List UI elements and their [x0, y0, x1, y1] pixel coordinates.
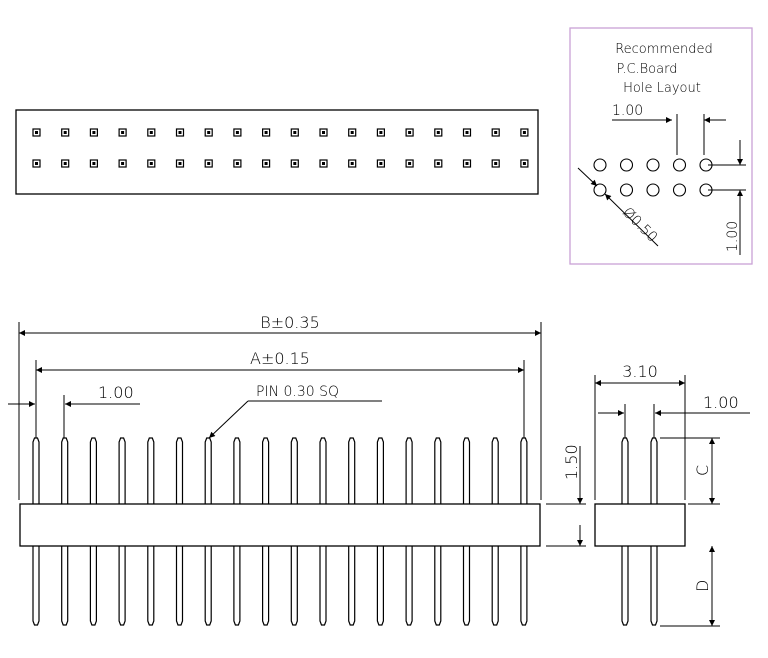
dim-pitch-label: 1.00	[98, 383, 134, 402]
top-pin	[32, 128, 41, 137]
front-view: B±0.35 A±0.15 1.00 PIN 0.30 SQ 1.50	[8, 313, 586, 626]
top-view-body	[15, 109, 539, 195]
front-pin	[118, 437, 126, 626]
top-pin	[376, 159, 385, 168]
front-pin	[491, 437, 499, 626]
inset-title-line-1: Recommended	[615, 42, 713, 57]
front-pin	[462, 437, 471, 626]
top-pin	[462, 128, 472, 137]
front-pin	[376, 437, 384, 626]
top-pin	[204, 159, 213, 168]
top-pin	[175, 128, 185, 137]
top-view-pin-grid	[32, 128, 529, 168]
top-pin	[319, 159, 328, 168]
dim-a-label: A±0.15	[250, 349, 310, 368]
top-pin	[405, 159, 414, 168]
front-pin	[262, 437, 270, 626]
dim-c-label: C	[693, 465, 712, 476]
top-pin	[61, 128, 70, 137]
pcb-layout-inset: Recommended P.C.Board Hole Layout 1.00 1…	[569, 27, 753, 265]
dim-side-pitch-label: 1.00	[703, 393, 739, 412]
inset-title-line-3: Hole Layout	[623, 81, 701, 96]
top-pin	[520, 159, 529, 168]
front-pin	[434, 437, 442, 626]
front-pin	[290, 437, 298, 626]
top-pin	[434, 128, 443, 137]
dim-body-label: 1.50	[562, 444, 581, 480]
layout-hole	[646, 158, 660, 172]
layout-hole	[646, 183, 660, 197]
top-pin	[89, 159, 99, 168]
front-pin	[89, 437, 97, 626]
dim-d-label: D	[693, 580, 712, 592]
layout-hole	[593, 158, 607, 172]
dim-side-width-label: 3.10	[622, 362, 658, 381]
top-pin	[348, 128, 357, 137]
top-pin	[61, 159, 70, 168]
top-pin	[32, 159, 41, 168]
inset-pitch-label: 1.00	[612, 103, 643, 119]
front-pin	[147, 437, 155, 626]
top-pin	[262, 128, 271, 137]
top-pin	[290, 128, 299, 137]
top-pin	[491, 128, 500, 137]
inset-hole-grid	[593, 158, 713, 197]
top-pin	[405, 128, 414, 137]
side-view: 3.10 1.00 C D	[594, 362, 750, 627]
top-pin	[147, 128, 156, 137]
top-pin	[434, 159, 443, 168]
layout-hole	[672, 183, 687, 197]
top-pin	[290, 159, 299, 168]
front-pin	[175, 437, 184, 626]
front-view-body	[19, 503, 541, 547]
top-pin	[118, 128, 127, 137]
top-pin	[348, 159, 357, 168]
dim-b-label: B±0.35	[260, 313, 320, 332]
front-pin	[204, 437, 212, 626]
layout-hole	[593, 183, 607, 197]
inset-title-line-2: P.C.Board	[617, 62, 678, 77]
top-pin	[462, 159, 472, 168]
top-pin	[89, 128, 99, 137]
front-pin	[319, 437, 327, 626]
inset-row-pitch-label: 1.00	[725, 221, 741, 252]
top-view	[15, 109, 539, 195]
top-pin	[376, 128, 385, 137]
side-view-body	[594, 503, 686, 547]
top-pin	[319, 128, 328, 137]
front-pin	[405, 437, 413, 626]
front-view-pins	[32, 437, 528, 626]
top-pin	[491, 159, 500, 168]
top-pin	[175, 159, 185, 168]
inset-frame	[569, 27, 753, 265]
top-pin	[118, 159, 127, 168]
layout-hole	[619, 158, 634, 172]
pin-note-leader	[208, 400, 249, 439]
inset-hole-dia-arrow-1	[577, 167, 598, 187]
inset-hole-dia-leader	[604, 193, 659, 247]
top-pin	[233, 128, 242, 137]
front-pin	[348, 437, 356, 626]
top-pin	[204, 128, 213, 137]
inset-hole-dia-label: Ø0.50	[619, 205, 660, 246]
pin-note-label: PIN 0.30 SQ	[256, 384, 339, 400]
front-pin	[233, 437, 241, 626]
layout-hole	[672, 158, 687, 172]
front-pin	[61, 437, 69, 626]
top-pin	[262, 159, 271, 168]
top-pin	[147, 159, 156, 168]
top-pin	[233, 159, 242, 168]
top-pin	[520, 128, 529, 137]
layout-hole	[619, 183, 634, 197]
